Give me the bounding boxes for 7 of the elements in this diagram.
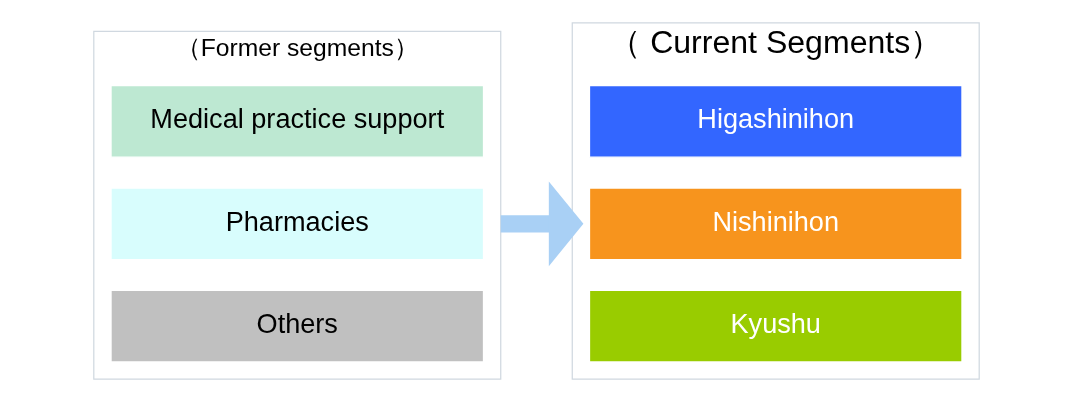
node-box: Higashinihon (588, 85, 963, 158)
node-box: Kyushu (588, 289, 963, 363)
node-box: Medical practice support (109, 85, 484, 158)
node-box: Others (109, 289, 484, 363)
node-box: Pharmacies (109, 187, 484, 261)
arrow (500, 181, 583, 267)
node-box: Nishinihon (588, 187, 963, 261)
